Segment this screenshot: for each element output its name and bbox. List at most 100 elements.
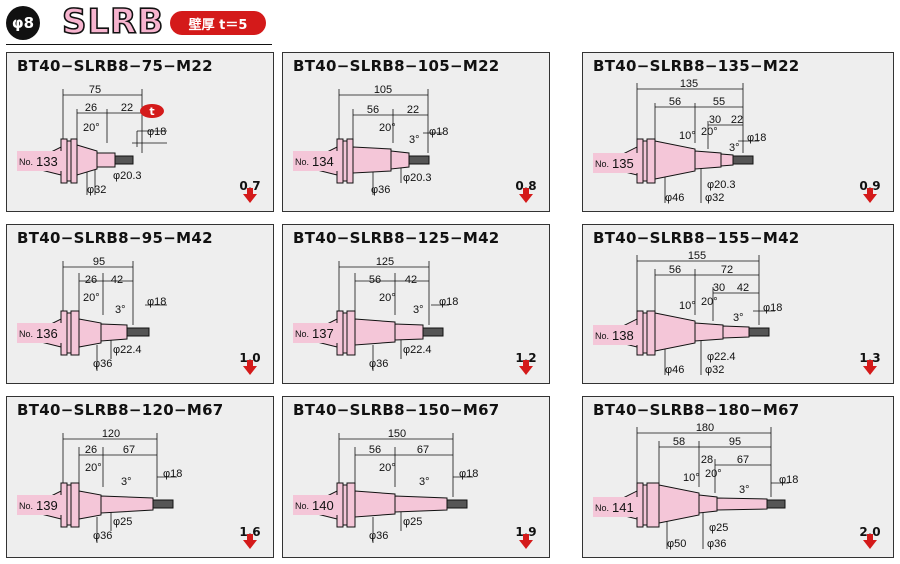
weight-indicator: 1.6	[235, 525, 265, 549]
svg-text:67: 67	[123, 444, 135, 456]
svg-text:φ20.3: φ20.3	[113, 170, 142, 182]
weight-indicator: 0.9	[855, 179, 885, 203]
svg-text:No.: No.	[295, 329, 309, 339]
svg-text:20°: 20°	[83, 122, 100, 134]
svg-text:10°: 10°	[679, 130, 696, 142]
svg-text:20°: 20°	[85, 462, 102, 474]
down-arrow-icon	[243, 188, 257, 203]
svg-text:φ25: φ25	[709, 522, 728, 534]
down-arrow-icon	[519, 534, 533, 549]
svg-text:55: 55	[713, 96, 725, 108]
svg-text:φ36: φ36	[93, 530, 112, 542]
model-code: BT40−SLRB8−95−M42	[17, 229, 213, 247]
svg-text:20°: 20°	[701, 126, 718, 138]
product-panel-135: BT40−SLRB8−135−M22 No. 135 135 56 55 30 …	[582, 52, 894, 212]
svg-text:95: 95	[729, 436, 741, 448]
model-code: BT40−SLRB8−155−M42	[593, 229, 800, 247]
product-panel-133: BT40−SLRB8−75−M22 No. 133 75 26 22 20° φ…	[6, 52, 274, 212]
svg-text:φ25: φ25	[113, 516, 132, 528]
catalog-number: 133	[36, 154, 58, 169]
svg-text:φ18: φ18	[147, 126, 166, 138]
svg-text:No.: No.	[19, 157, 33, 167]
svg-text:φ18: φ18	[459, 468, 478, 480]
diameter-badge: φ8	[6, 6, 40, 40]
page-header: φ8 SLRB 壁厚 t＝5	[0, 0, 900, 48]
holder-drawing: No. 133 75 26 22 20° φ18 φ20.3 φ32 t	[17, 84, 167, 196]
model-code: BT40−SLRB8−180−M67	[593, 401, 800, 419]
holder-drawing: No. 139 120 26 67 20° 3° φ18 φ25 φ36	[17, 428, 182, 543]
svg-text:3°: 3°	[115, 304, 126, 316]
svg-text:10°: 10°	[679, 300, 696, 312]
model-code: BT40−SLRB8−75−M22	[17, 57, 213, 75]
model-code: BT40−SLRB8−150−M67	[293, 401, 500, 419]
weight-indicator: 1.3	[855, 351, 885, 375]
holder-drawing: No. 136 95 26 42 20° 3° φ18 φ22.4 φ36	[17, 256, 167, 371]
catalog-number: 135	[612, 156, 634, 171]
holder-drawing: No. 141 180 58 95 28 67 10° 20° 3° φ18 φ…	[593, 422, 798, 550]
svg-text:3°: 3°	[409, 134, 420, 146]
svg-text:t: t	[149, 105, 154, 118]
svg-text:No.: No.	[595, 331, 609, 341]
svg-text:42: 42	[737, 282, 749, 294]
svg-text:20°: 20°	[379, 462, 396, 474]
holder-drawing: No. 138 155 56 72 30 42 10° 20° 3° φ18 φ…	[593, 250, 782, 376]
svg-text:φ18: φ18	[147, 296, 166, 308]
svg-text:56: 56	[669, 96, 681, 108]
svg-text:φ36: φ36	[369, 530, 388, 542]
catalog-number: 136	[36, 326, 58, 341]
catalog-number: 141	[612, 500, 634, 515]
svg-text:φ25: φ25	[403, 516, 422, 528]
svg-text:φ18: φ18	[163, 468, 182, 480]
svg-text:56: 56	[369, 444, 381, 456]
svg-text:φ32: φ32	[705, 364, 724, 376]
header-underline	[6, 44, 272, 45]
svg-text:φ22.4: φ22.4	[403, 344, 432, 356]
catalog-number: 139	[36, 498, 58, 513]
model-code: BT40−SLRB8−135−M22	[593, 57, 800, 75]
svg-text:φ50: φ50	[667, 538, 686, 550]
svg-text:58: 58	[673, 436, 685, 448]
svg-text:φ18: φ18	[429, 126, 448, 138]
svg-text:No.: No.	[295, 501, 309, 511]
catalog-number: 134	[312, 154, 334, 169]
weight-indicator: 2.0	[855, 525, 885, 549]
svg-text:10°: 10°	[683, 472, 700, 484]
svg-text:φ36: φ36	[371, 184, 390, 196]
svg-text:125: 125	[376, 256, 394, 268]
wall-thickness-badge: 壁厚 t＝5	[170, 11, 266, 35]
svg-text:20°: 20°	[379, 122, 396, 134]
svg-text:30: 30	[713, 282, 725, 294]
svg-text:42: 42	[405, 274, 417, 286]
product-panel-138: BT40−SLRB8−155−M42 No. 138 155 56 72 30 …	[582, 224, 894, 384]
svg-text:φ20.3: φ20.3	[403, 172, 432, 184]
holder-drawing: No. 137 125 56 42 20° 3° φ18 φ22.4 φ36	[293, 256, 458, 371]
svg-text:3°: 3°	[413, 304, 424, 316]
svg-text:22: 22	[407, 104, 419, 116]
svg-text:φ36: φ36	[93, 358, 112, 370]
svg-text:30: 30	[709, 114, 721, 126]
svg-text:150: 150	[388, 428, 406, 440]
down-arrow-icon	[863, 188, 877, 203]
svg-text:3°: 3°	[419, 476, 430, 488]
svg-text:φ20.3: φ20.3	[707, 179, 736, 191]
svg-text:67: 67	[417, 444, 429, 456]
svg-text:φ18: φ18	[779, 474, 798, 486]
svg-text:φ22.4: φ22.4	[113, 344, 142, 356]
down-arrow-icon	[519, 188, 533, 203]
down-arrow-icon	[863, 534, 877, 549]
svg-text:26: 26	[85, 102, 97, 114]
svg-text:No.: No.	[295, 157, 309, 167]
svg-text:67: 67	[737, 454, 749, 466]
svg-text:φ46: φ46	[665, 192, 684, 204]
svg-text:56: 56	[669, 264, 681, 276]
weight-indicator: 0.8	[511, 179, 541, 203]
product-panel-140: BT40−SLRB8−150−M67 No. 140 150 56 67 20°…	[282, 396, 550, 558]
model-code: BT40−SLRB8−125−M42	[293, 229, 500, 247]
svg-text:180: 180	[696, 422, 714, 434]
weight-indicator: 1.9	[511, 525, 541, 549]
svg-text:56: 56	[369, 274, 381, 286]
svg-text:φ18: φ18	[747, 132, 766, 144]
svg-text:26: 26	[85, 274, 97, 286]
model-code: BT40−SLRB8−120−M67	[17, 401, 224, 419]
product-panel-139: BT40−SLRB8−120−M67 No. 139 120 26 67 20°…	[6, 396, 274, 558]
